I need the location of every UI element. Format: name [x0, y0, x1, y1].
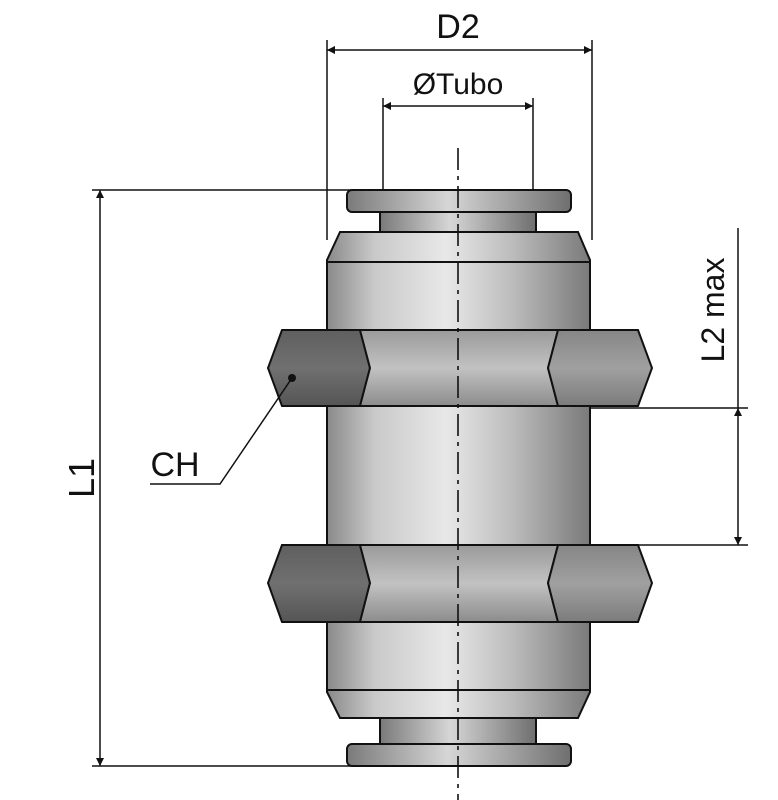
- label-ch: CH: [150, 446, 199, 484]
- lower-nut-right-face: [546, 544, 654, 623]
- ch-leader-dot: [288, 374, 296, 382]
- label-l2-max: L2 max: [695, 258, 731, 363]
- upper-hex-nut: [266, 329, 654, 407]
- bottom-flange: [346, 743, 572, 767]
- upper-nut-center-face: [358, 329, 560, 407]
- lower-nut-center-face: [358, 544, 560, 623]
- upper-nut-right-face: [546, 329, 654, 407]
- dimension-lines: [92, 40, 748, 767]
- label-tube-diameter: ØTubo: [413, 68, 504, 101]
- label-d2: D2: [436, 8, 479, 46]
- upper-nut-left-face: [266, 329, 372, 407]
- label-l1: L1: [61, 458, 102, 498]
- ch-leader-line: [150, 377, 293, 485]
- lower-hex-nut: [266, 544, 654, 623]
- top-flange: [346, 189, 572, 213]
- lower-nut-left-face: [266, 544, 372, 623]
